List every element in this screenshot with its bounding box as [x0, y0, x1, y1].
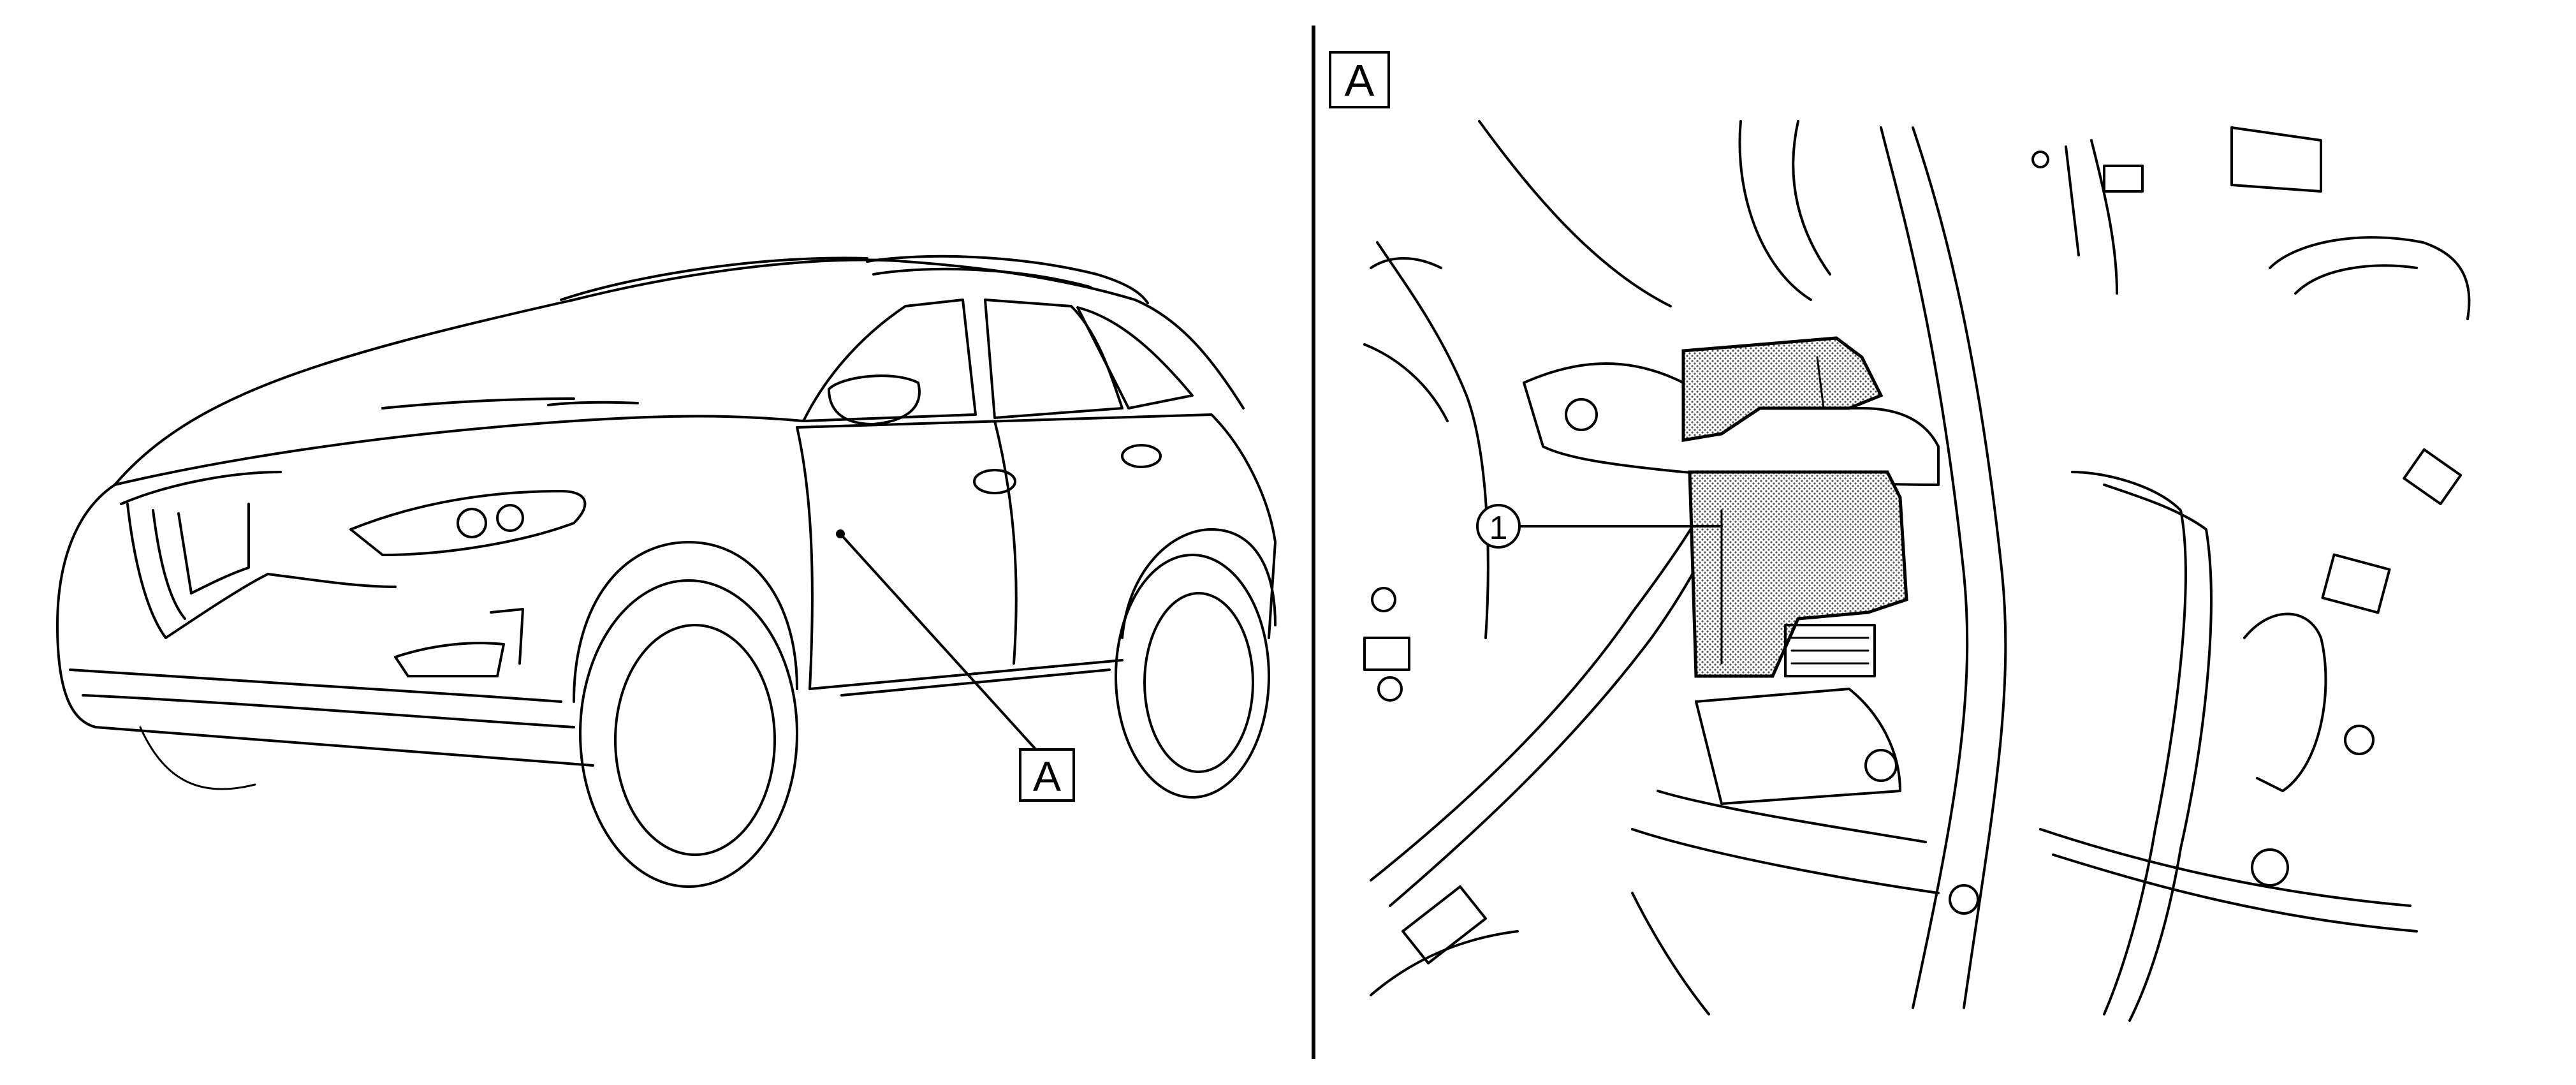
- callout-a-detail: A: [1329, 51, 1390, 108]
- detail-line-art: [1363, 120, 2471, 1022]
- overview-leader: [836, 529, 1047, 762]
- part-1-callout: 1: [1476, 504, 1521, 549]
- control-unit: [1681, 336, 1908, 678]
- callout-a-overview: A: [1019, 748, 1075, 802]
- part-1-number: 1: [1489, 510, 1508, 547]
- callout-a-detail-text: A: [1345, 55, 1375, 105]
- callout-a-overview-text: A: [1033, 753, 1061, 800]
- vehicle-overview: [56, 255, 1277, 888]
